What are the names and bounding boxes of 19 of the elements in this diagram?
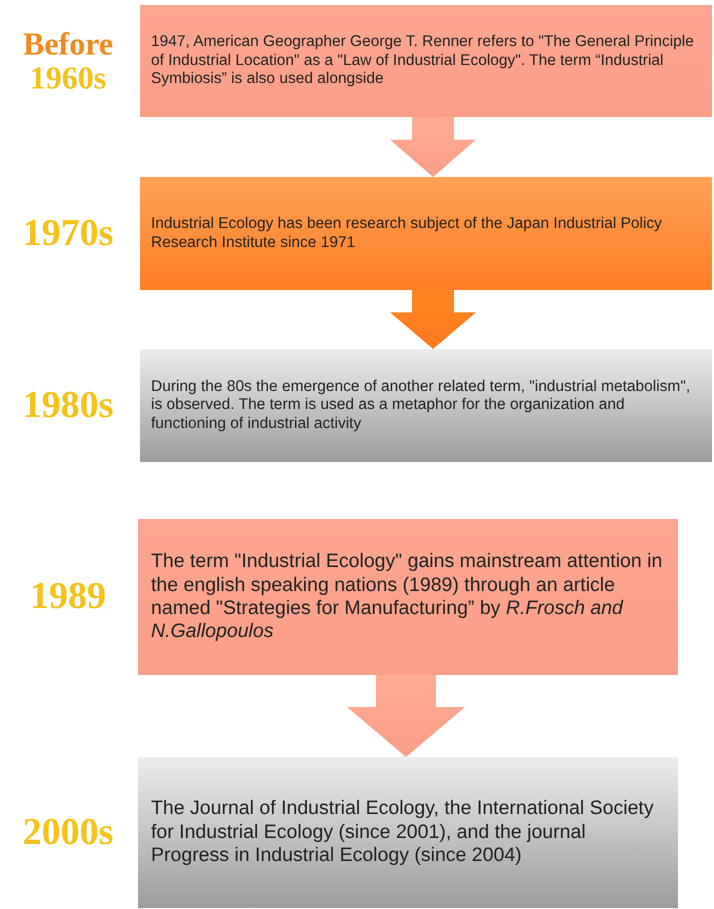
event-description: Industrial Ecology has been research subject of the Japan Industrial Policy Research Institute since 1971 <box>151 214 663 252</box>
year-label: 1960s <box>28 61 108 95</box>
block-arrow <box>390 117 476 177</box>
block-arrow <box>390 290 476 349</box>
timeline-box <box>138 757 678 908</box>
event-description: During the 80s the emergence of another related term, "industrial metabolism", is observed. The term is used as a metaphor for the organization and functioning of industrial activity <box>151 378 692 434</box>
year-label: 1980s <box>22 386 114 426</box>
block-arrow <box>347 675 465 757</box>
year-label: 1989 <box>29 577 107 617</box>
timeline-box <box>140 5 712 117</box>
year-label: 2000s <box>22 812 114 852</box>
timeline-box <box>140 349 712 462</box>
year-label: 1970s <box>22 214 114 254</box>
event-description: 1947, American Geographer George T. Renner refers to "The General Principle of Industrial Location" as a "Law of Industrial Ecology". The term “Industrial Symbiosis” is also used alongside <box>151 33 695 89</box>
timeline-box <box>138 519 678 675</box>
year-label: Before <box>22 27 114 61</box>
timeline-box <box>140 177 712 290</box>
event-description: The term "Industrial Ecology" gains mainstream attention in the english speaking nations (1989) through an article named "Strategies for Manufacturing” by R.Frosch and N.Gallopoulos <box>151 550 664 644</box>
event-description: The Journal of Industrial Ecology, the International Society for Industrial Ecology (since 2001), and the journal Progress in Industrial Ecology (since 2004) <box>151 797 655 868</box>
